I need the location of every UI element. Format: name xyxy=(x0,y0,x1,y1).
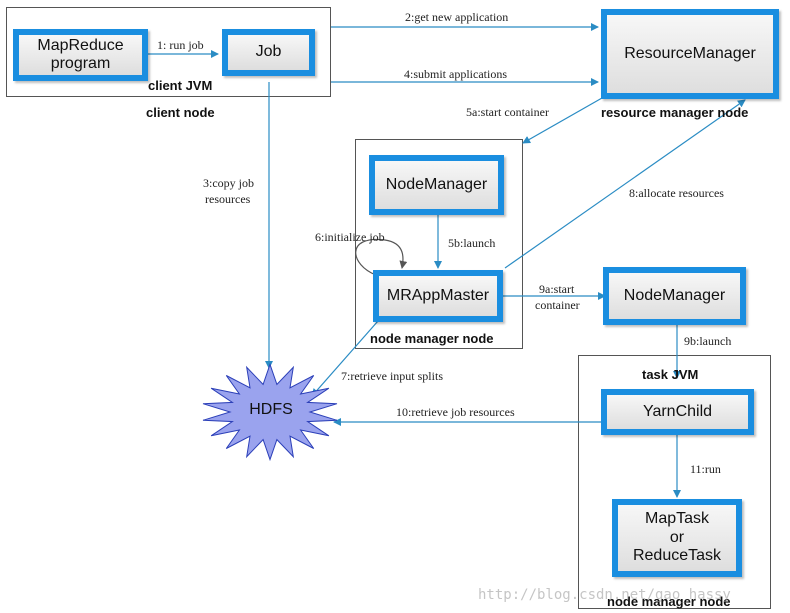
mr-app-master-label: MRAppMaster xyxy=(386,286,490,304)
task-label-maptask: MapTask xyxy=(644,510,710,528)
edge-label-retrieve-job-resources: 10:retrieve job resources xyxy=(396,405,515,419)
job-box: Job xyxy=(222,29,315,76)
mapreduce-program-label: MapReduce program xyxy=(37,36,124,72)
task-label-reducetask: ReduceTask xyxy=(632,547,722,565)
edge-retrieve-input-splits xyxy=(311,320,379,397)
edge-label-start-container-5a: 5a:start container xyxy=(466,105,549,119)
edge-label-get-new-application: 2:get new application xyxy=(405,10,509,24)
node-manager-box: NodeManager xyxy=(369,155,504,215)
hdfs-label: HDFS xyxy=(249,401,293,418)
resource-manager-node-label: resource manager node xyxy=(601,105,749,120)
mapreduce-program-box: MapReduce program xyxy=(13,29,148,81)
edge-label-initialize-job: 6:initialize job xyxy=(315,230,385,244)
edge-label-launch-5b: 5b:launch xyxy=(448,236,496,250)
task-jvm-label: task JVM xyxy=(642,367,699,382)
node-manager-2-box: NodeManager xyxy=(603,267,746,325)
resource-manager-box: ResourceManager xyxy=(601,9,779,99)
hdfs-starburst xyxy=(202,362,338,462)
task-box: MapTask or ReduceTask xyxy=(612,499,742,577)
yarn-child-label: YarnChild xyxy=(642,402,713,420)
resource-manager-label: ResourceManager xyxy=(624,44,756,62)
edge-label-start-9a-1: 9a:start xyxy=(539,282,575,296)
client-node-label: client node xyxy=(146,105,215,120)
client-jvm-label: client JVM xyxy=(148,78,213,93)
edge-label-allocate-resources: 8:allocate resources xyxy=(629,186,724,200)
watermark: http://blog.csdn.net/gao_hassy xyxy=(478,587,731,603)
edge-allocate-resources xyxy=(504,99,746,269)
node-manager-2-label: NodeManager xyxy=(623,286,726,304)
job-label: Job xyxy=(255,43,282,61)
mr-app-master-box: MRAppMaster xyxy=(373,270,503,322)
edge-label-start-9a-2: container xyxy=(535,298,580,312)
edge-label-run-11: 11:run xyxy=(690,462,721,476)
edge-label-launch-9b: 9b:launch xyxy=(684,334,732,348)
node-manager-label: NodeManager xyxy=(385,175,488,193)
edge-label-copy-job-2: resources xyxy=(205,192,251,206)
yarn-child-box: YarnChild xyxy=(601,389,754,435)
edge-label-retrieve-input-splits: 7:retrieve input splits xyxy=(341,369,443,383)
edge-initialize-job xyxy=(355,238,408,276)
edge-label-copy-job-1: 3:copy job xyxy=(203,176,254,190)
task-label-or: or xyxy=(669,528,685,546)
edge-start-container-5a xyxy=(522,97,603,144)
node-manager-node-label: node manager node xyxy=(370,331,494,346)
node-manager-node-2-label: node manager node xyxy=(607,594,731,609)
edge-label-submit-applications: 4:submit applications xyxy=(404,67,507,81)
edge-label-run-job: 1: run job xyxy=(157,38,204,52)
